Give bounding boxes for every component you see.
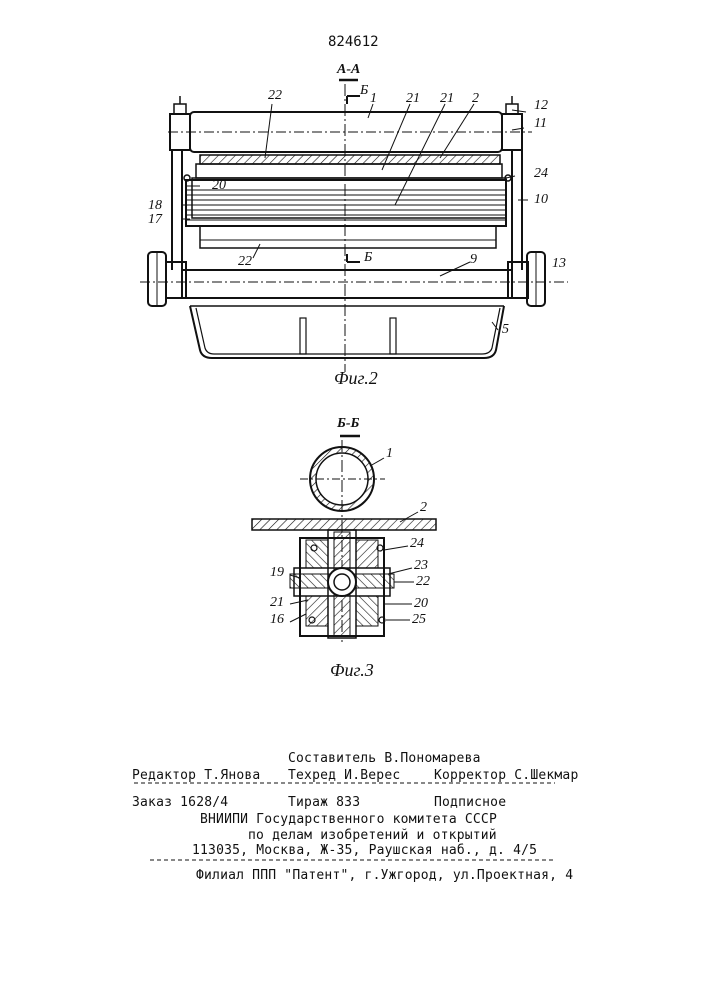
footer-circulation: Тираж 833	[288, 795, 360, 810]
footer-corrector: Корректор С.Шекмар	[434, 768, 578, 783]
fig2-callout: 9	[470, 252, 477, 268]
fig3-section-label: Б-Б	[337, 416, 359, 432]
footer-address: 113035, Москва, Ж-35, Раушская наб., д. …	[192, 843, 537, 858]
footer-org-line2: по делам изобретений и открытий	[248, 828, 497, 843]
footer-compiler: Составитель В.Пономарева	[288, 751, 481, 766]
fig2-callout: 13	[552, 256, 566, 272]
fig2-callout: 22	[268, 88, 282, 104]
fig3-callout: 1	[386, 446, 393, 462]
bottom-shaft	[182, 270, 512, 298]
fig2-callout: 22	[238, 254, 252, 270]
fig3-callout: 23	[414, 558, 428, 574]
fig3-callout: 16	[270, 612, 284, 628]
fig3-caption: Фиг.3	[330, 660, 374, 681]
footer-branch: Филиал ППП "Патент", г.Ужгород, ул.Проек…	[196, 868, 573, 883]
footer-org-line1: ВНИИПИ Государственного комитета СССР	[200, 812, 497, 827]
fig3-callout: 24	[410, 536, 424, 552]
fig2-callout: 11	[534, 116, 547, 132]
fig3-callout: 19	[270, 565, 284, 581]
footer-editor: Редактор Т.Янова	[132, 768, 260, 783]
fig2-section-marker-bottom: Б	[364, 250, 372, 266]
fig3-callout: 22	[416, 574, 430, 590]
footer-subscription: Подписное	[434, 795, 506, 810]
fig2-callout: 21	[440, 91, 454, 107]
fig3-callout: 21	[270, 595, 284, 611]
fig3-callout: 2	[420, 500, 427, 516]
fig3-callout: 20	[414, 596, 428, 612]
ribbed-block	[186, 180, 506, 226]
fig2-section-label: А-А	[337, 62, 360, 78]
fig2-callout: 17	[148, 212, 162, 228]
fig2-callout: 24	[534, 166, 548, 182]
belt	[200, 155, 500, 164]
fig2-callout: 20	[212, 178, 226, 194]
fig2-callout: 12	[534, 98, 548, 114]
fig2-callout: 5	[502, 322, 509, 338]
footer-order: Заказ 1628/4	[132, 795, 228, 810]
fig3-callout: 25	[412, 612, 426, 628]
fig2-callout: 10	[534, 192, 548, 208]
fig2-caption: Фиг.2	[334, 368, 378, 389]
fig2-callout: 2	[472, 91, 479, 107]
fig2-callout: 1	[370, 91, 377, 107]
footer-techred: Техред И.Верес	[288, 768, 400, 783]
fig2-callout: 21	[406, 91, 420, 107]
fig2-section-marker-top: Б	[360, 83, 368, 99]
tray	[190, 306, 504, 358]
